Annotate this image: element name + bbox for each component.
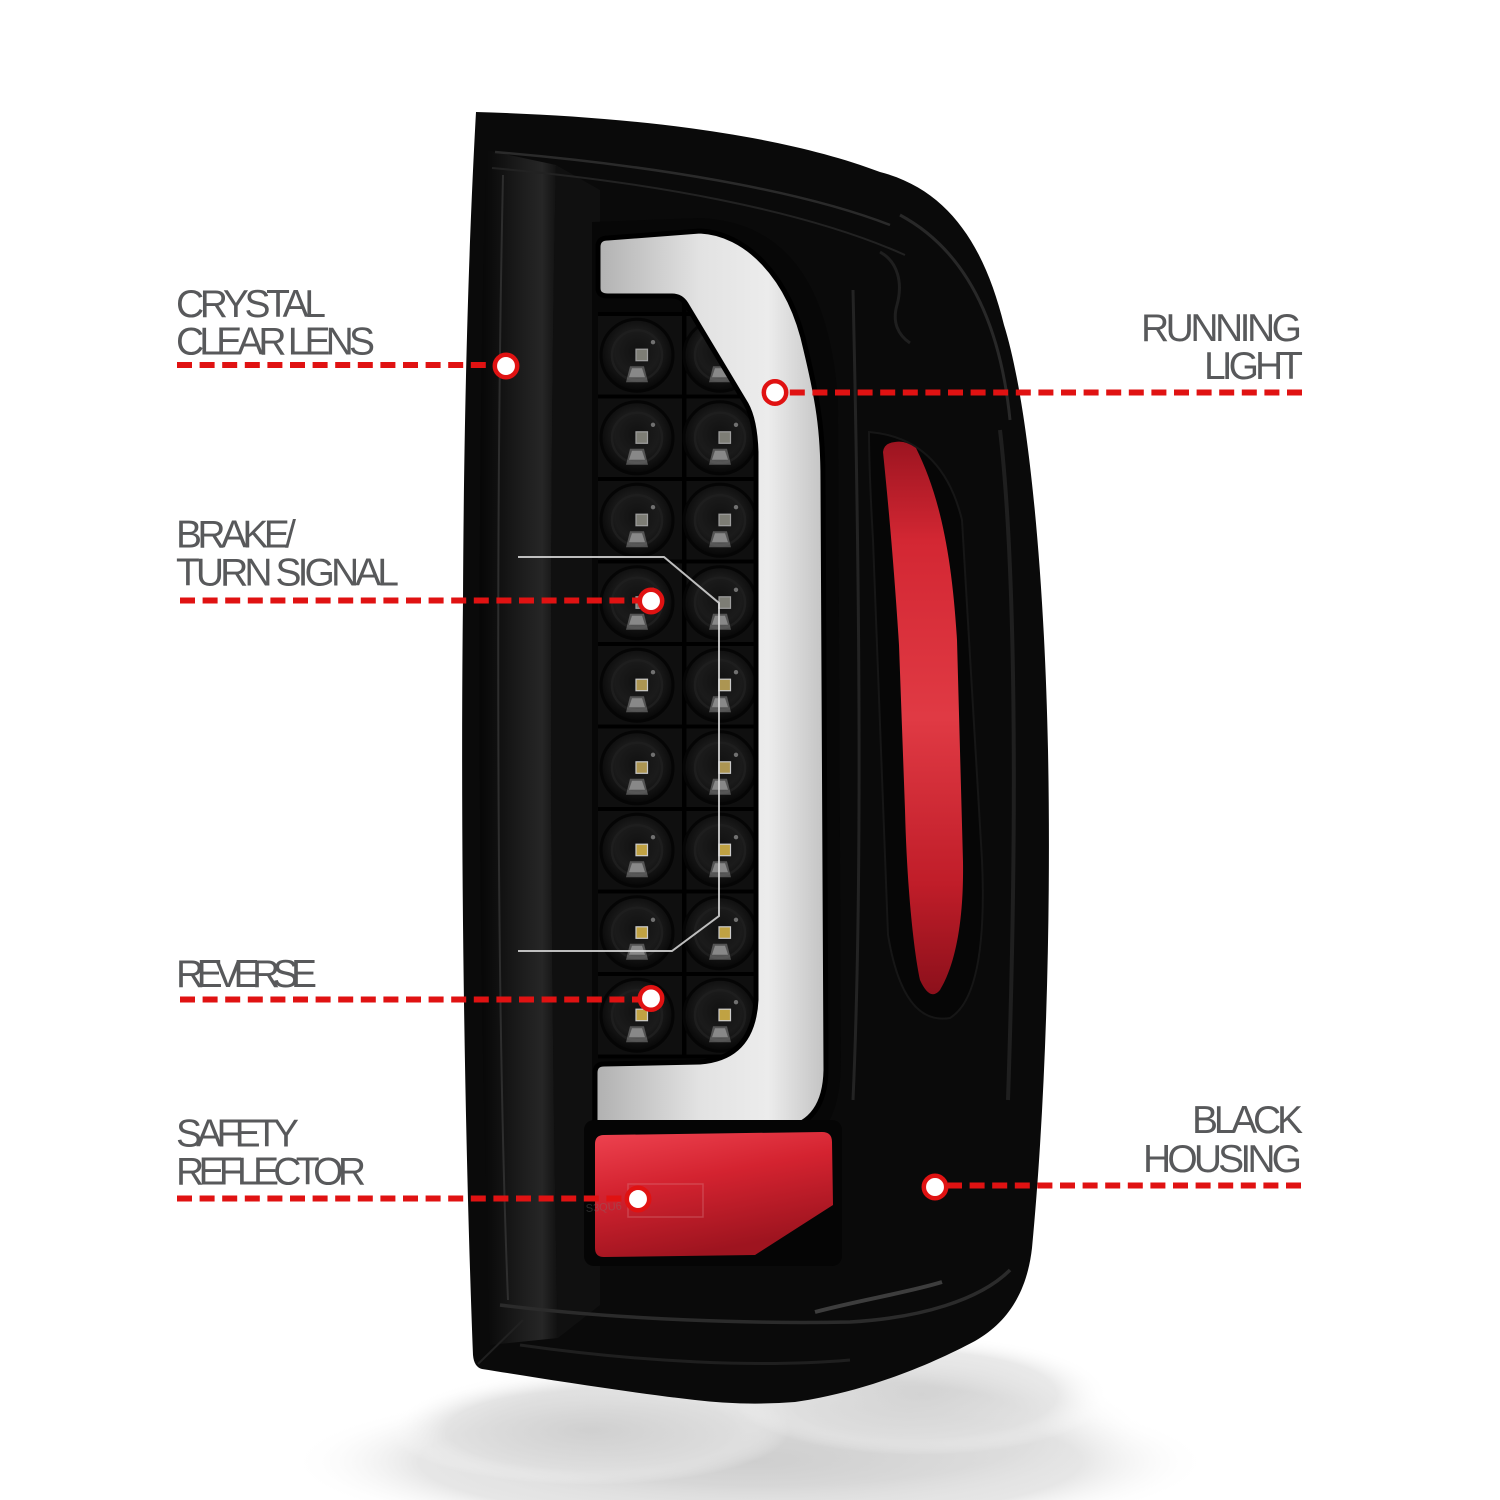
svg-text:REVERSE: REVERSE <box>176 953 317 996</box>
svg-text:BRAKE/: BRAKE/ <box>176 514 296 557</box>
svg-text:TURN SIGNAL: TURN SIGNAL <box>176 552 399 595</box>
svg-text:LIGHT: LIGHT <box>1204 345 1303 388</box>
svg-text:REFLECTOR: REFLECTOR <box>176 1151 366 1194</box>
svg-text:CLEAR LENS: CLEAR LENS <box>176 321 375 364</box>
svg-text:BLACK: BLACK <box>1192 1099 1303 1142</box>
svg-text:CRYSTAL: CRYSTAL <box>176 283 326 326</box>
svg-text:HOUSING: HOUSING <box>1143 1138 1302 1181</box>
svg-text:SAFETY: SAFETY <box>176 1113 299 1156</box>
svg-text:RUNNING: RUNNING <box>1141 307 1302 350</box>
svg-text:S3QU6: S3QU6 <box>585 1201 622 1215</box>
